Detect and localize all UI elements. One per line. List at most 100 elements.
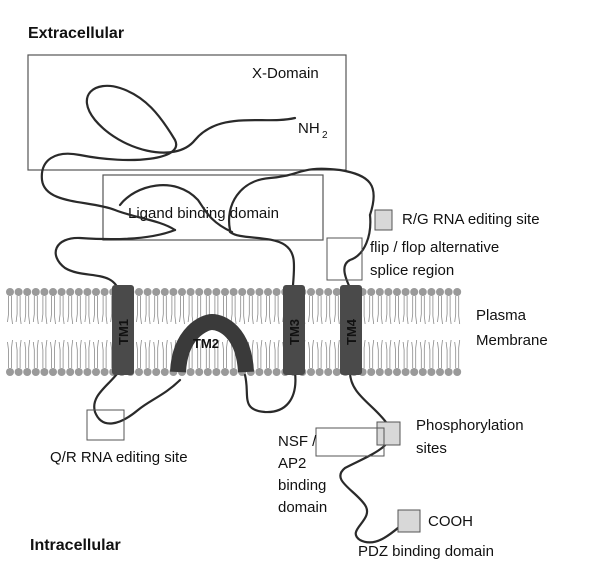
lipid-head <box>195 288 204 296</box>
lipid-head <box>100 288 109 296</box>
lipid-tail <box>170 296 177 325</box>
lipid-head <box>31 368 40 376</box>
lipid-tail <box>101 296 108 325</box>
nh2-terminus-label: NH 2 <box>298 120 328 141</box>
lipid-head <box>212 368 221 376</box>
lipid-tail <box>394 339 400 368</box>
lipid-tail <box>136 339 142 368</box>
lipid-tail <box>24 296 31 325</box>
lipid-head <box>74 368 83 376</box>
lipid-head <box>100 368 109 376</box>
lipid-head <box>178 288 186 296</box>
lipid-tail <box>196 339 203 368</box>
lipid-tail <box>256 339 263 368</box>
flip-flop-box <box>326 237 363 281</box>
intracellular-label: Intracellular <box>30 537 121 554</box>
plasma-membrane-label-line1: Plasma <box>476 307 527 324</box>
lipid-head <box>169 288 178 296</box>
qr-editing-site-box <box>86 409 125 441</box>
lipid-tail <box>144 339 151 368</box>
lipid-head <box>229 288 238 296</box>
lipid-head <box>40 288 49 296</box>
lipid-head <box>74 288 83 296</box>
lipid-tail <box>153 296 160 325</box>
lipid-tail <box>308 339 314 368</box>
lipid-tail <box>15 296 22 325</box>
lipid-head <box>6 368 14 376</box>
lipid-head <box>135 288 143 296</box>
lipid-head <box>427 288 436 296</box>
lipid-tail <box>385 296 392 325</box>
lipid-tail <box>368 296 375 325</box>
lipid-head <box>238 288 247 296</box>
flip-flop-label-line1: flip / flop alternative <box>370 239 499 256</box>
lipid-tail <box>428 296 435 325</box>
lipid-tail <box>265 296 271 325</box>
lipid-head <box>401 288 410 296</box>
lipid-head <box>307 368 315 376</box>
lipid-head <box>203 288 212 296</box>
tm4-helix: TM4 <box>340 285 362 375</box>
lipid-tail <box>136 296 142 325</box>
lipid-head <box>324 368 333 376</box>
lipid-head <box>375 288 384 296</box>
lipid-head <box>453 368 462 376</box>
ligand-binding-domain-label: Ligand binding domain <box>128 205 279 222</box>
lipid-head <box>246 288 255 296</box>
lipid-tail <box>75 296 82 325</box>
lipid-tail <box>7 296 13 325</box>
ligand-inner-loop <box>118 184 234 234</box>
lipid-tail <box>7 339 13 368</box>
lipid-head <box>92 288 100 296</box>
lipid-tail <box>187 296 194 325</box>
svg-text:NH: NH <box>298 120 320 137</box>
lipid-tail <box>153 339 160 368</box>
lipid-tail <box>437 296 443 325</box>
lipid-head <box>315 368 324 376</box>
lipid-head <box>143 368 152 376</box>
rg-editing-site-label: R/G RNA editing site <box>402 211 540 228</box>
lipid-tail <box>437 339 443 368</box>
lipid-tail <box>93 339 99 368</box>
lipid-tail <box>247 296 254 325</box>
qr-editing-site-label: Q/R RNA editing site <box>50 449 188 466</box>
lipid-head <box>324 288 333 296</box>
pdz-binding-label: PDZ binding domain <box>358 543 494 560</box>
lipid-head <box>160 368 169 376</box>
lipid-head <box>401 368 410 376</box>
lipid-head <box>332 288 341 296</box>
lipid-tail <box>58 339 65 368</box>
tm2-hairpin <box>170 313 254 373</box>
lipid-head <box>264 368 272 376</box>
lipid-tail <box>15 339 22 368</box>
lipid-head <box>14 368 23 376</box>
lipid-head <box>221 288 229 296</box>
c-terminal-tail <box>339 370 407 544</box>
tm2-label: TM2 <box>193 336 219 351</box>
lipid-head <box>332 368 341 376</box>
lipid-tail <box>101 339 108 368</box>
lipid-tail <box>325 296 332 325</box>
lipid-head <box>195 368 204 376</box>
tm3-label: TM3 <box>287 319 302 345</box>
lipid-tail <box>308 296 314 325</box>
lipid-tail <box>454 339 461 368</box>
lipid-tail <box>161 339 168 368</box>
lipid-head <box>40 368 49 376</box>
lipid-head <box>186 368 195 376</box>
lipid-tail <box>385 339 392 368</box>
tm1-helix: TM1 <box>112 285 134 375</box>
lipid-tail <box>144 296 151 325</box>
lipid-tail <box>32 296 39 325</box>
lipid-tail <box>376 339 383 368</box>
nsf-label-line3: binding <box>278 477 326 494</box>
lipid-tail <box>75 339 82 368</box>
nsf-label-line2: AP2 <box>278 455 306 472</box>
lipid-tail <box>239 296 246 325</box>
lipid-tail <box>402 296 409 325</box>
lipid-head <box>152 288 161 296</box>
lipid-tail <box>58 296 65 325</box>
lipid-tail <box>445 339 452 368</box>
lipid-tail <box>32 339 39 368</box>
cooh-label: COOH <box>428 513 473 530</box>
